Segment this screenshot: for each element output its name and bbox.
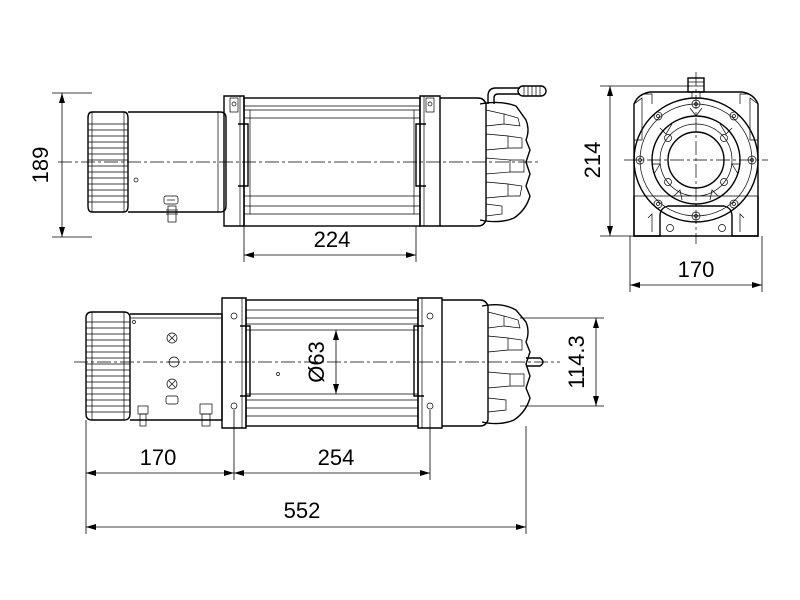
motor-body <box>128 111 227 223</box>
dim-label-254: 254 <box>318 445 355 470</box>
clutch-lever[interactable] <box>487 85 547 104</box>
dim-label-224: 224 <box>314 227 351 252</box>
motor-body-front <box>130 313 223 427</box>
dimension-114-3: 114.3 <box>520 317 604 407</box>
drum-housing-front <box>245 299 419 427</box>
dim-label-drum-dia: Ø63 <box>304 341 329 383</box>
motor-end-cap-front <box>85 311 131 421</box>
dim-label-170-end: 170 <box>678 257 715 282</box>
winch-front-view <box>74 297 560 429</box>
dim-label-114-3: 114.3 <box>564 335 589 388</box>
dimension-170-end-view: 170 <box>629 236 763 292</box>
right-tie-bracket-front <box>413 297 443 429</box>
dim-label-170-motor: 170 <box>140 445 177 470</box>
right-tie-bracket <box>415 95 441 227</box>
left-tie-bracket-front <box>221 297 251 429</box>
dim-label-214: 214 <box>580 142 605 179</box>
dim-label-189: 189 <box>28 147 53 184</box>
dimension-224: 224 <box>243 226 417 262</box>
gearbox-front <box>442 299 544 427</box>
dimension-189: 189 <box>28 92 92 238</box>
winch-end-view <box>624 72 768 244</box>
dimension-254: 254 <box>234 410 431 480</box>
dimension-214: 214 <box>580 85 690 237</box>
dim-label-552: 552 <box>284 498 321 523</box>
dimension-552: 552 <box>86 426 527 534</box>
dimension-drum-diameter: Ø63 <box>304 330 339 394</box>
dimension-170-motor: 170 <box>85 410 235 534</box>
winch-top-view <box>58 85 547 227</box>
